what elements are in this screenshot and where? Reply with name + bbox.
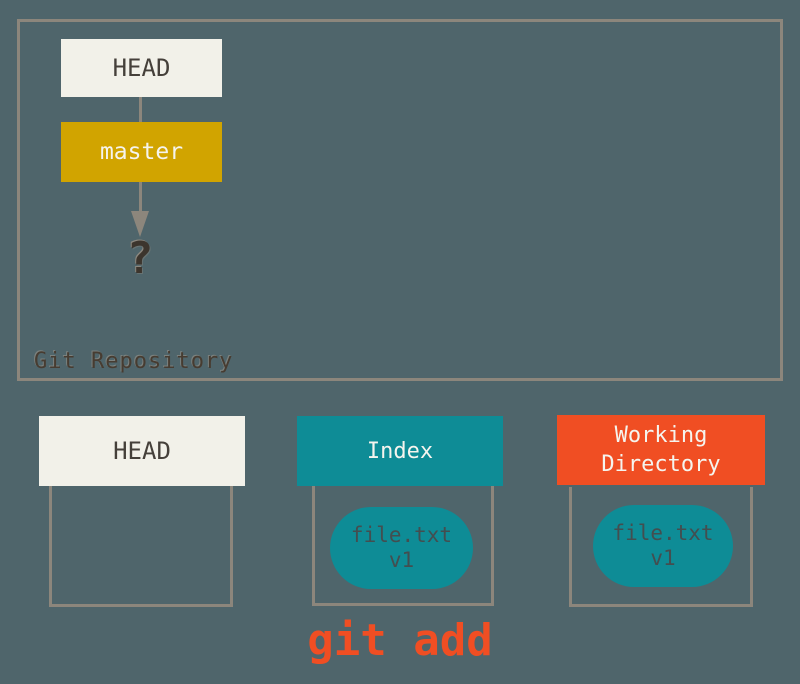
working-directory-line2: Directory: [601, 452, 721, 477]
column-area-index: [312, 486, 494, 606]
column-header-index-label: Index: [366, 438, 434, 464]
head-ref-label: HEAD: [112, 54, 171, 82]
file-blob-index: file.txt v1: [330, 507, 473, 589]
file-blob-wd-name: file.txt: [612, 521, 714, 545]
column-header-working-directory-label: Working Directory: [601, 421, 720, 479]
unknown-commit-mark: ?: [126, 233, 154, 284]
master-branch-node: master: [61, 122, 222, 182]
column-area-working-directory: [569, 487, 753, 607]
file-blob-wd-version: v1: [650, 546, 676, 570]
file-blob-index-version: v1: [388, 548, 415, 572]
git-repository-label: Git Repository: [34, 349, 234, 374]
master-arrow-shaft: [139, 182, 142, 212]
working-directory-line1: Working: [614, 423, 708, 448]
column-area-head: [49, 486, 233, 607]
file-blob-working-directory: file.txt v1: [593, 505, 733, 587]
git-repository-box: Git Repository: [17, 19, 783, 381]
git-add-command-label: git add: [307, 615, 493, 666]
column-header-head: HEAD: [39, 416, 245, 486]
column-header-index: Index: [297, 416, 503, 486]
master-arrow-head-icon: [131, 211, 149, 237]
column-header-working-directory: Working Directory: [557, 415, 765, 485]
master-branch-label: master: [99, 139, 184, 165]
column-header-head-label: HEAD: [113, 437, 171, 465]
file-blob-index-name: file.txt: [350, 523, 453, 547]
head-ref-node: HEAD: [61, 39, 222, 97]
head-to-master-connector: [139, 97, 142, 122]
